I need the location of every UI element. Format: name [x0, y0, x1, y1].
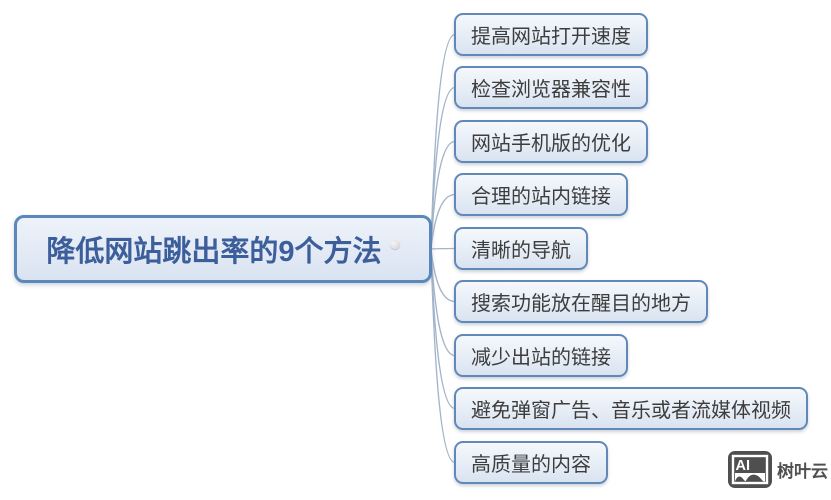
- branch-node-label: 搜索功能放在醒目的地方: [471, 293, 691, 315]
- branch-node-label: 减少出站的链接: [471, 347, 611, 369]
- watermark: AI 树叶云: [727, 449, 828, 489]
- branch-node[interactable]: 网站手机版的优化: [454, 120, 648, 163]
- branch-node[interactable]: 清晰的导航: [454, 227, 588, 270]
- collapse-handle-dot[interactable]: [389, 239, 400, 249]
- branch-node[interactable]: 提高网站打开速度: [454, 13, 648, 56]
- branch-node-label: 避免弹窗广告、音乐或者流媒体视频: [471, 400, 791, 422]
- branch-node-label: 提高网站打开速度: [471, 26, 631, 48]
- branch-node-label: 高质量的内容: [471, 454, 591, 476]
- branch-node[interactable]: 避免弹窗广告、音乐或者流媒体视频: [454, 387, 808, 430]
- branch-node[interactable]: 合理的站内链接: [454, 173, 628, 216]
- branch-node-label: 网站手机版的优化: [471, 133, 631, 155]
- ai-photo-icon: AI: [728, 451, 772, 488]
- svg-text:AI: AI: [736, 458, 751, 474]
- branch-node-label: 合理的站内链接: [471, 186, 611, 208]
- root-node-label: 降低网站跳出率的9个方法: [46, 236, 382, 268]
- branch-node-label: 清晰的导航: [471, 240, 571, 262]
- branch-node[interactable]: 检查浏览器兼容性: [454, 66, 648, 109]
- branch-node[interactable]: 搜索功能放在醒目的地方: [454, 280, 708, 323]
- branch-node-label: 检查浏览器兼容性: [471, 79, 631, 101]
- branch-node[interactable]: 高质量的内容: [454, 441, 608, 484]
- root-node[interactable]: 降低网站跳出率的9个方法: [14, 215, 432, 283]
- watermark-brand-text: 树叶云: [777, 461, 828, 481]
- branch-node[interactable]: 减少出站的链接: [454, 334, 628, 377]
